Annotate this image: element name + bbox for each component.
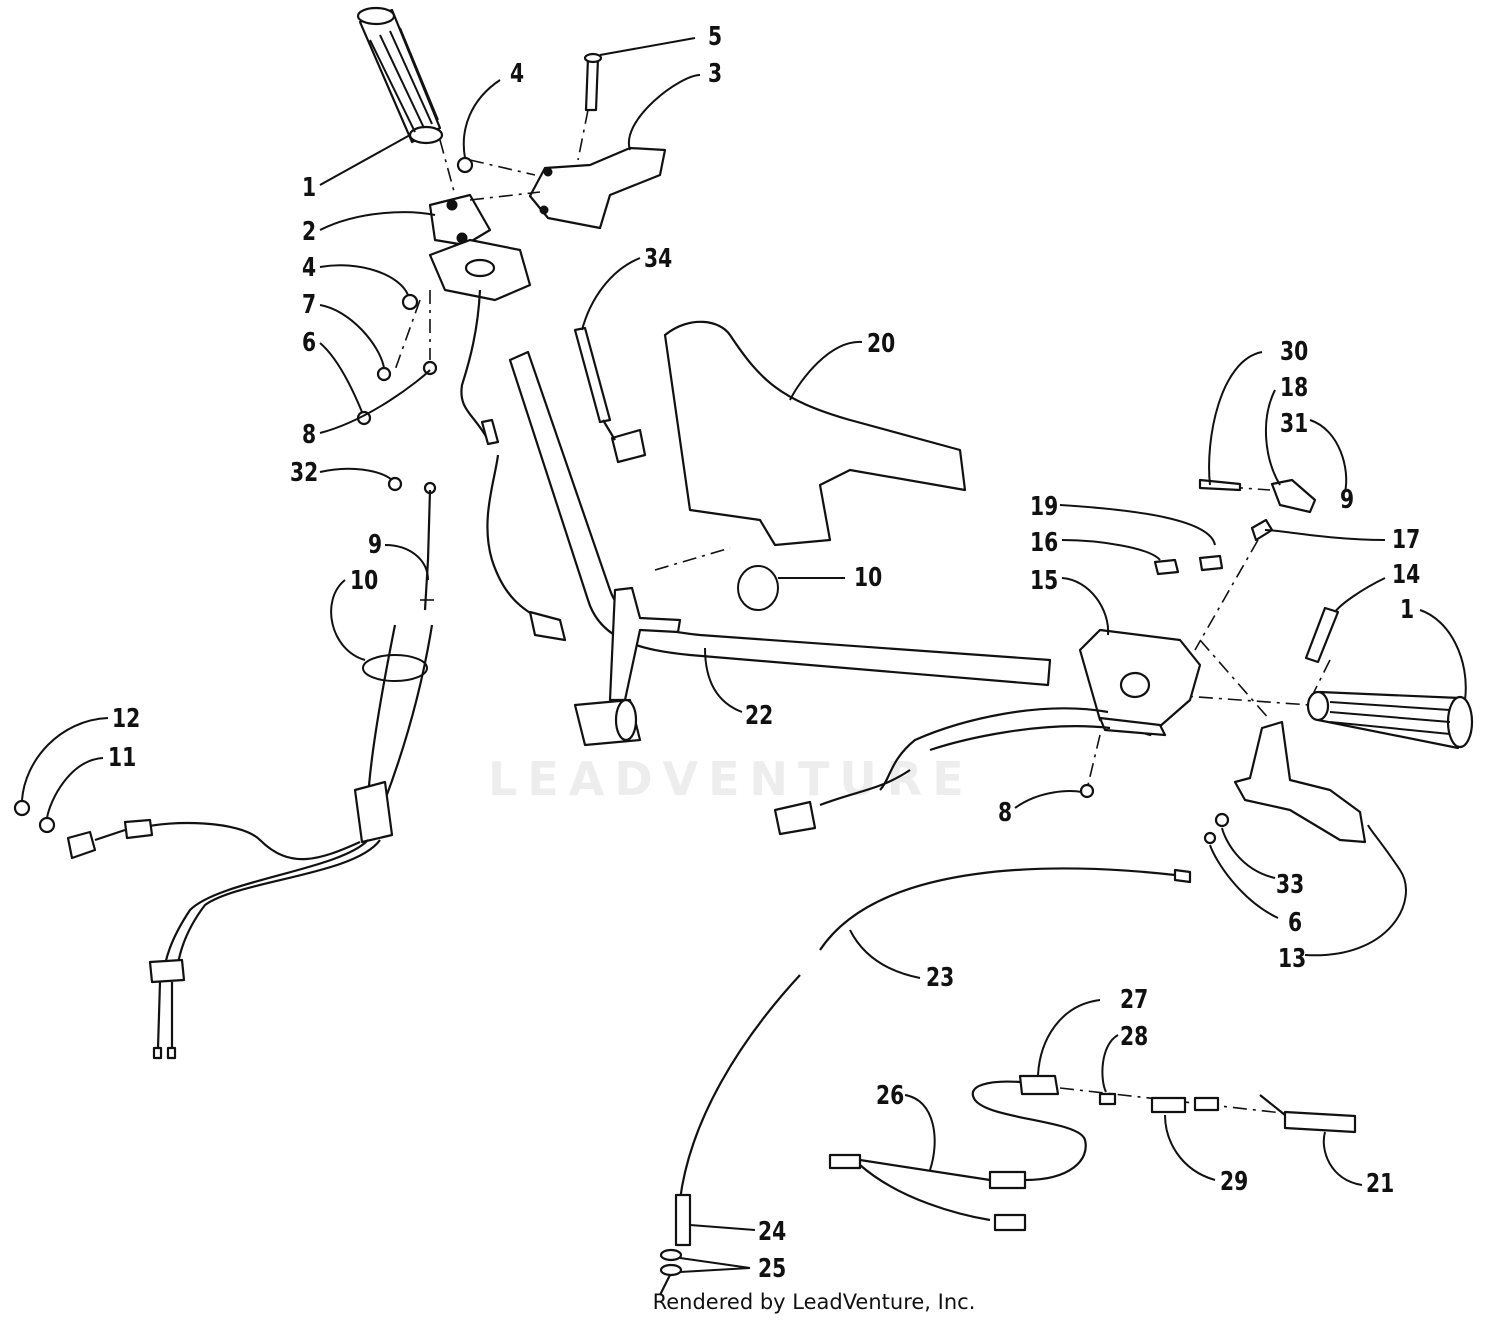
right-grip[interactable]	[1306, 690, 1474, 750]
pivot-pin[interactable]	[583, 52, 603, 112]
callout-3: 3	[708, 59, 722, 89]
callout-5: 5	[708, 22, 722, 52]
cable-tie-left[interactable]	[362, 654, 428, 682]
credit-text: Rendered by LeadVenture, Inc.	[652, 1290, 976, 1314]
cable-tie-center[interactable]	[737, 565, 779, 611]
brake-lever[interactable]	[528, 146, 667, 230]
callout-10: 10	[854, 563, 882, 593]
callout-33: 33	[1276, 870, 1304, 900]
throttle-cable[interactable]	[66, 489, 434, 1060]
callout-24: 24	[758, 1217, 786, 1247]
callout-27: 27	[1120, 985, 1148, 1015]
callout-1: 1	[1400, 595, 1414, 625]
right-switch-housing[interactable]	[1078, 628, 1202, 737]
callout-6: 6	[1288, 908, 1302, 938]
callout-14: 14	[1392, 560, 1420, 590]
callout-31: 31	[1280, 409, 1308, 439]
callout-34: 34	[644, 244, 672, 274]
callout-20: 20	[867, 329, 895, 359]
latch-bracket[interactable]	[1198, 478, 1317, 542]
callout-26: 26	[876, 1081, 904, 1111]
callout-23: 23	[926, 963, 954, 993]
callout-7: 7	[302, 290, 316, 320]
callout-10: 10	[350, 566, 378, 596]
callout-4: 4	[302, 253, 316, 283]
callout-9: 9	[368, 530, 382, 560]
callout-11: 11	[108, 743, 136, 773]
callout-16: 16	[1030, 528, 1058, 558]
callout-21: 21	[1366, 1169, 1394, 1199]
callout-6: 6	[302, 328, 316, 358]
handlebar[interactable]	[508, 350, 1052, 747]
callout-8: 8	[998, 798, 1012, 828]
small-hardware[interactable]	[13, 156, 1230, 845]
callout-9: 9	[1340, 485, 1354, 515]
callout-12: 12	[112, 704, 140, 734]
tether-switch[interactable]	[573, 326, 647, 464]
callout-18: 18	[1280, 373, 1308, 403]
left-control-housing[interactable]	[428, 193, 532, 302]
switch-decals[interactable]	[1153, 554, 1224, 576]
callout-28: 28	[1120, 1022, 1148, 1052]
callout-2: 2	[302, 217, 316, 247]
connector-parts[interactable]	[1018, 1074, 1357, 1134]
callout-30: 30	[1280, 337, 1308, 367]
left-grip[interactable]	[356, 6, 444, 145]
callout-22: 22	[745, 701, 773, 731]
callout-13: 13	[1278, 944, 1306, 974]
leader-lines	[21, 37, 1467, 1273]
right-switch-wire[interactable]	[773, 707, 1111, 836]
left-switch-wire[interactable]	[460, 289, 567, 642]
callout-17: 17	[1392, 525, 1420, 555]
watermark-text: LEADVENTURE	[488, 752, 974, 806]
callout-8: 8	[302, 420, 316, 450]
callout-19: 19	[1030, 492, 1058, 522]
handlebar-pad[interactable]	[663, 320, 967, 547]
callout-25: 25	[758, 1254, 786, 1284]
brake-cable[interactable]	[659, 867, 1192, 1296]
callout-15: 15	[1030, 566, 1058, 596]
callout-labels: 1 2 3 4 4 5 6 7 8 32 9 10 12 11 34 20 10…	[108, 22, 1420, 1284]
wiring-harness[interactable]	[828, 1080, 1087, 1232]
throttle-lever[interactable]	[1233, 720, 1367, 844]
callout-1: 1	[302, 173, 316, 203]
callout-29: 29	[1220, 1167, 1248, 1197]
right-pivot-pin[interactable]	[1304, 606, 1340, 664]
callout-4: 4	[510, 59, 524, 89]
callout-32: 32	[290, 458, 318, 488]
